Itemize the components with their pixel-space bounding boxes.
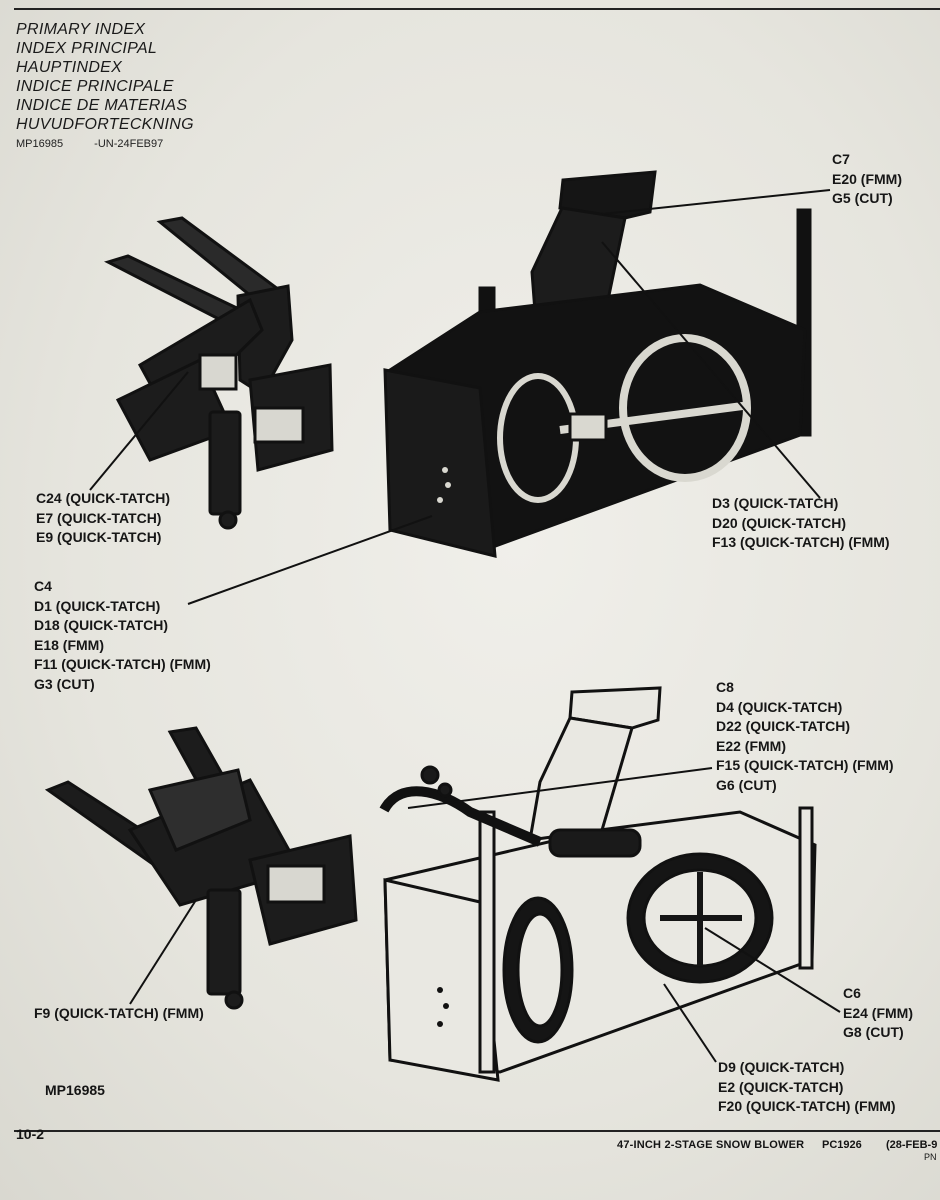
reference-date: -UN-24FEB97 (94, 138, 164, 150)
callout-text: C6 (843, 985, 861, 1001)
footer-title: 47-INCH 2-STAGE SNOW BLOWER (617, 1139, 805, 1151)
callout-drive-bottom: D9 (QUICK-TATCH) E2 (QUICK-TATCH) F20 (Q… (718, 1058, 896, 1117)
callout-text: E7 (QUICK-TATCH) (36, 509, 162, 526)
footer-code: PN (924, 1152, 937, 1162)
callout-text: G5 (CUT) (832, 190, 893, 206)
callout-text: D22 (QUICK-TATCH) (716, 718, 851, 734)
callout-text: F9 (QUICK-TATCH) (FMM) (34, 1005, 204, 1021)
title-spanish: INDICE DE MATERIAS (16, 97, 188, 114)
callout-text: E9 (QUICK-TATCH) (36, 529, 162, 545)
title-italian: INDICE PRINCIPALE (16, 78, 174, 95)
title-french: INDEX PRINCIPAL (16, 40, 158, 57)
callout-text: C24 (QUICK-TATCH) (36, 490, 171, 506)
callout-housing-top: C4 D1 (QUICK-TATCH) D18 (QUICK-TATCH) E1… (34, 577, 211, 694)
title-german: HAUPTINDEX (16, 59, 123, 76)
top-hitch-illustration (104, 216, 334, 530)
callout-text: F15 (QUICK-TATCH) (FMM) (716, 757, 894, 773)
index-title-block: PRIMARY INDEX INDEX PRINCIPAL HAUPTINDEX… (16, 20, 194, 134)
callout-text: D18 (QUICK-TATCH) (34, 617, 169, 633)
callout-text: F13 (QUICK-TATCH) (FMM) (712, 534, 890, 550)
callout-text: D9 (QUICK-TATCH) (718, 1059, 845, 1075)
callout-text: D4 (QUICK-TATCH) (716, 698, 843, 715)
callout-text: C4 (34, 578, 52, 594)
callout-text: E22 (FMM) (716, 737, 786, 754)
callout-text: E2 (QUICK-TATCH) (718, 1078, 844, 1095)
callout-text: G6 (CUT) (716, 776, 777, 793)
callout-text: D1 (QUICK-TATCH) (34, 597, 161, 614)
top-snow-blower-illustration (383, 170, 812, 558)
callout-hitch-top: C24 (QUICK-TATCH) E7 (QUICK-TATCH) E9 (Q… (36, 489, 170, 548)
callout-auger-bottom: C6 E24 (FMM) G8 (CUT) (843, 984, 913, 1043)
footer-date: (28-FEB-9 (886, 1139, 938, 1151)
bottom-rule (14, 1130, 940, 1132)
top-rule (14, 8, 940, 10)
title-swedish: HUVUDFORTECKNING (16, 116, 194, 133)
bottom-snow-blower-illustration (379, 686, 817, 1082)
figure-id: MP16985 (45, 1082, 105, 1098)
callout-augers-top: D3 (QUICK-TATCH) D20 (QUICK-TATCH) F13 (… (712, 494, 890, 553)
callout-text: D3 (QUICK-TATCH) (712, 495, 839, 511)
callout-text: E18 (FMM) (34, 636, 104, 653)
leader-lines (89, 189, 841, 1063)
callout-text: F11 (QUICK-TATCH) (FMM) (34, 656, 211, 672)
callout-hitch-bottom: F9 (QUICK-TATCH) (FMM) (34, 1004, 204, 1024)
callout-text: F20 (QUICK-TATCH) (FMM) (718, 1098, 896, 1114)
callout-text: E24 (FMM) (843, 1004, 913, 1021)
callout-text: E20 (FMM) (832, 170, 902, 187)
callout-text: C8 (716, 679, 734, 695)
figure-reference: MP16985 -UN-24FEB97 (16, 138, 191, 150)
bottom-hitch-illustration (44, 726, 358, 1010)
reference-code: MP16985 (16, 138, 64, 150)
callout-chute-bottom: C8 D4 (QUICK-TATCH) D22 (QUICK-TATCH) E2… (716, 678, 894, 795)
callout-text: G8 (CUT) (843, 1024, 904, 1040)
callout-text: C7 (832, 151, 850, 167)
title-english: PRIMARY INDEX (16, 21, 146, 38)
callout-chute-top: C7 E20 (FMM) G5 (CUT) (832, 150, 902, 209)
callout-text: G3 (CUT) (34, 675, 95, 692)
footer-pc-number: PC1926 (822, 1139, 862, 1151)
page-number: 10-2 (16, 1126, 45, 1142)
callout-text: D20 (QUICK-TATCH) (712, 514, 847, 531)
